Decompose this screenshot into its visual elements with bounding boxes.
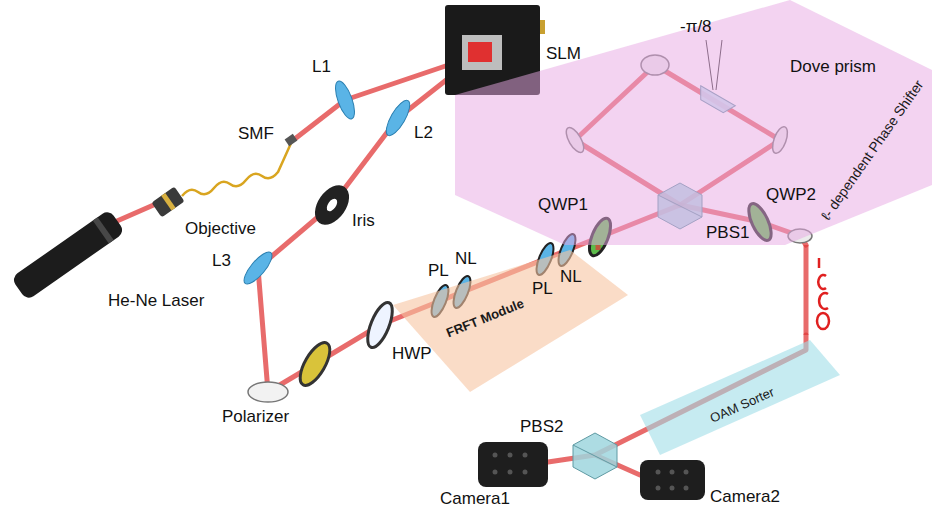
camera-vents	[493, 453, 528, 475]
camera-body	[640, 460, 705, 500]
slm-window	[462, 35, 502, 70]
part-label: L1	[312, 58, 331, 75]
vent	[670, 470, 675, 475]
part-label: QWP1	[538, 196, 588, 213]
oam-mode	[818, 258, 821, 268]
iris	[308, 179, 356, 231]
camera-vents	[656, 470, 689, 491]
part-label: SLM	[546, 45, 581, 62]
region-shape	[640, 340, 840, 455]
vent	[670, 486, 675, 491]
part-label: Objective	[185, 220, 256, 237]
mirror	[248, 382, 288, 402]
slm-spot	[468, 42, 492, 62]
part-label: PL	[532, 280, 553, 297]
part-label: PBS2	[520, 418, 563, 435]
vent	[523, 453, 528, 458]
oam-modes	[817, 258, 829, 329]
beam-connector	[596, 245, 601, 250]
part-label: Camera1	[440, 490, 510, 507]
half-wave-plate	[363, 299, 398, 350]
oam-mode	[817, 313, 829, 329]
part-label: NL	[455, 250, 477, 267]
objective-body	[151, 187, 184, 218]
vent	[508, 453, 513, 458]
splitter-diagonal	[573, 445, 617, 467]
part-label: He-Ne Laser	[108, 292, 204, 309]
vent	[508, 470, 513, 475]
objective	[151, 187, 184, 218]
part-label: L3	[212, 252, 231, 269]
lens	[332, 79, 359, 121]
vent	[493, 470, 498, 475]
slm-connector	[540, 20, 545, 34]
phase-shifter-region: ℓ- dependent Phase Shifter	[455, 0, 932, 245]
vent	[493, 453, 498, 458]
part-label: QWP2	[766, 186, 816, 203]
part-label: PBS1	[706, 224, 749, 241]
beam-connector	[804, 245, 809, 335]
vent	[684, 470, 689, 475]
region-outline	[455, 0, 932, 245]
oam-mode	[819, 293, 828, 309]
vent	[523, 470, 528, 475]
oam-mode	[818, 275, 826, 289]
part-label: Polarizer	[222, 408, 289, 425]
part-label: Iris	[352, 212, 375, 229]
laser	[11, 209, 125, 301]
iris-aperture	[325, 197, 340, 213]
beam-splitter-cube	[573, 433, 617, 479]
polarizer	[294, 338, 335, 390]
laser-body	[11, 209, 125, 301]
part-label: NL	[560, 268, 582, 285]
laser-ring	[93, 217, 114, 243]
vent	[656, 470, 661, 475]
part-label: SMF	[238, 125, 274, 142]
vent	[656, 486, 661, 491]
part-label: -π/8	[680, 18, 712, 35]
camera-body	[478, 442, 548, 487]
single-mode-fiber	[182, 141, 292, 196]
part-label: Dove prism	[790, 58, 876, 75]
part-label: HWP	[392, 345, 432, 362]
oam-sorter-region: OAM Sorter	[635, 335, 845, 460]
region-shape	[393, 250, 628, 392]
fiber-connector	[285, 134, 298, 146]
part-label: L2	[414, 124, 433, 141]
lens	[382, 97, 414, 139]
part-label: PL	[428, 262, 449, 279]
vent	[684, 486, 689, 491]
objective-band	[161, 193, 175, 211]
part-label: Camera2	[710, 488, 780, 505]
region-shape	[455, 0, 932, 245]
lens	[240, 248, 276, 288]
